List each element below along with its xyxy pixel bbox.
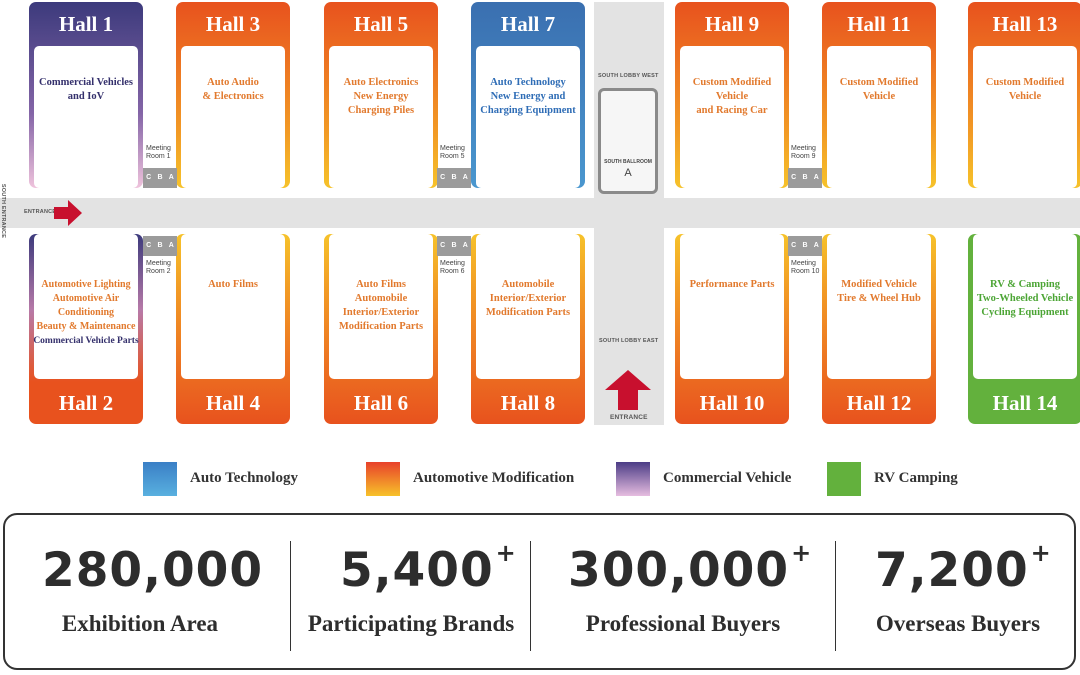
meeting-room-6-label: Meeting Room 6 — [440, 260, 465, 275]
meeting-room-2-label: Meeting Room 2 — [146, 260, 171, 275]
hall-5[interactable]: Hall 5 Auto Electronics New Energy Charg… — [324, 2, 438, 188]
hall-12-name: Hall 12 — [846, 391, 912, 415]
hall-4-name: Hall 4 — [205, 391, 261, 415]
hall-5-name: Hall 5 — [353, 12, 409, 36]
south-ballroom[interactable]: SOUTH BALLROOM A — [598, 88, 658, 194]
hall-12-description: Modified Vehicle Tire & Wheel Hub — [837, 279, 921, 304]
stat-brands-value: 5,400+ — [340, 539, 517, 598]
hall-8[interactable]: Hall 8 Automobile Interior/Exterior Modi… — [471, 234, 585, 424]
south-entrance-arrow-icon — [605, 370, 651, 410]
stat-exhibition-area-label: Exhibition Area — [61, 611, 219, 636]
west-entrance-arrow-icon — [54, 200, 82, 226]
hall-1[interactable]: Hall 1 Commercial Vehicles and IoV — [29, 2, 143, 188]
hall-11-description: Custom Modified Vehicle — [839, 77, 919, 102]
hall-9[interactable]: Hall 9 Custom Modified Vehicle and Racin… — [675, 2, 789, 188]
meeting-room-1-label: Meeting Room 1 — [146, 145, 171, 160]
hall-14-name: Hall 14 — [992, 391, 1058, 415]
hall-2[interactable]: Hall 2 Automotive Lighting Automotive Ai… — [29, 234, 143, 424]
stat-professional-buyers-label: Professional Buyers — [585, 611, 781, 636]
legend-swatch-rv-camping — [827, 462, 861, 496]
meeting-room-10-label: Meeting Room 10 — [791, 260, 820, 275]
hall-2-name: Hall 2 — [58, 391, 114, 415]
hall-14[interactable]: Hall 14 RV & Camping Two-Wheeled Vehicle… — [968, 234, 1080, 424]
hall-8-description: Automobile Interior/Exterior Modificatio… — [485, 279, 571, 318]
stat-exhibition-area-value: 280,000 — [42, 543, 264, 598]
legend-swatch-commercial-vehicle — [616, 462, 650, 496]
stat-overseas-buyers-label: Overseas Buyers — [875, 611, 1041, 636]
hall-13[interactable]: Hall 13 Custom Modified Vehicle — [968, 2, 1080, 188]
hall-1-name: Hall 1 — [58, 12, 114, 36]
hall-4-description: Auto Films — [208, 279, 258, 290]
hall-11[interactable]: Hall 11 Custom Modified Vehicle — [822, 2, 936, 188]
hall-6-name: Hall 6 — [353, 391, 409, 415]
hall-13-description: Custom Modified Vehicle — [985, 77, 1065, 102]
legend-label-auto-technology: Auto Technology — [190, 470, 298, 486]
stats-panel: 280,000 Exhibition Area 5,400+ Participa… — [3, 513, 1076, 670]
hall-9-name: Hall 9 — [704, 12, 760, 36]
stat-divider — [290, 541, 291, 651]
hall-2-commercial-parts: Commercial Vehicle Parts — [33, 336, 139, 346]
legend-label-automotive-modification: Automotive Modification — [413, 470, 575, 486]
hall-2-description: Automotive Lighting Automotive Air Condi… — [36, 279, 136, 332]
hall-7-name: Hall 7 — [500, 12, 556, 36]
hall-12[interactable]: Hall 12 Modified Vehicle Tire & Wheel Hu… — [822, 234, 936, 424]
hall-13-name: Hall 13 — [992, 12, 1058, 36]
hall-10-name: Hall 10 — [699, 391, 765, 415]
legend-label-rv-camping: RV Camping — [874, 470, 958, 486]
hall-5-description: Auto Electronics New Energy Charging Pil… — [343, 77, 419, 116]
hall-14-description: RV & Camping Two-Wheeled Vehicle Cycling… — [976, 279, 1074, 318]
south-entrance-label-bottom: ENTRANCE — [610, 414, 648, 421]
hall-3[interactable]: Hall 3 Auto Audio & Electronics — [176, 2, 290, 188]
south-ballroom-letter: A — [624, 167, 632, 179]
hall-3-description: Auto Audio & Electronics — [202, 77, 264, 102]
hall-10-description: Performance Parts — [689, 279, 775, 290]
hall-6[interactable]: Hall 6 Auto Films Automobile Interior/Ex… — [324, 234, 438, 424]
main-corridor — [0, 198, 1080, 228]
legend-swatch-automotive-modification — [366, 462, 400, 496]
stat-divider — [530, 541, 531, 651]
stat-divider — [835, 541, 836, 651]
stat-professional-buyers-value: 300,000+ — [568, 539, 813, 598]
meeting-room-9-label: Meeting Room 9 — [791, 145, 816, 160]
legend-swatch-auto-technology — [143, 462, 177, 496]
hall-8-name: Hall 8 — [500, 391, 556, 415]
legend-label-commercial-vehicle: Commercial Vehicle — [663, 470, 792, 486]
hall-10[interactable]: Hall 10 Performance Parts — [675, 234, 789, 424]
hall-1-description: Commercial Vehicles and IoV — [39, 77, 133, 102]
hall-7-description: Auto Technology New Energy and Charging … — [480, 77, 576, 116]
hall-9-description: Custom Modified Vehicle and Racing Car — [692, 77, 772, 116]
south-entrance-label: SOUTH ENTRANCE — [0, 183, 7, 239]
meeting-room-5-label: Meeting Room 5 — [440, 145, 465, 160]
south-lobby-west-label: SOUTH LOBBY WEST — [598, 73, 659, 79]
south-lobby-east-label: SOUTH LOBBY EAST — [599, 338, 659, 344]
lobby-corridor — [594, 2, 664, 425]
hall-7[interactable]: Hall 7 Auto Technology New Energy and Ch… — [471, 2, 585, 188]
hall-3-name: Hall 3 — [205, 12, 261, 36]
hall-11-name: Hall 11 — [847, 12, 911, 36]
stat-overseas-buyers-value: 7,200+ — [875, 539, 1052, 598]
stat-brands-label: Participating Brands — [307, 611, 515, 636]
hall-4[interactable]: Hall 4 Auto Films — [176, 234, 290, 424]
south-ballroom-label: SOUTH BALLROOM — [604, 159, 652, 165]
hall-6-description: Auto Films Automobile Interior/Exterior … — [338, 279, 424, 332]
west-entrance-label: ENTRANCE — [24, 209, 57, 215]
